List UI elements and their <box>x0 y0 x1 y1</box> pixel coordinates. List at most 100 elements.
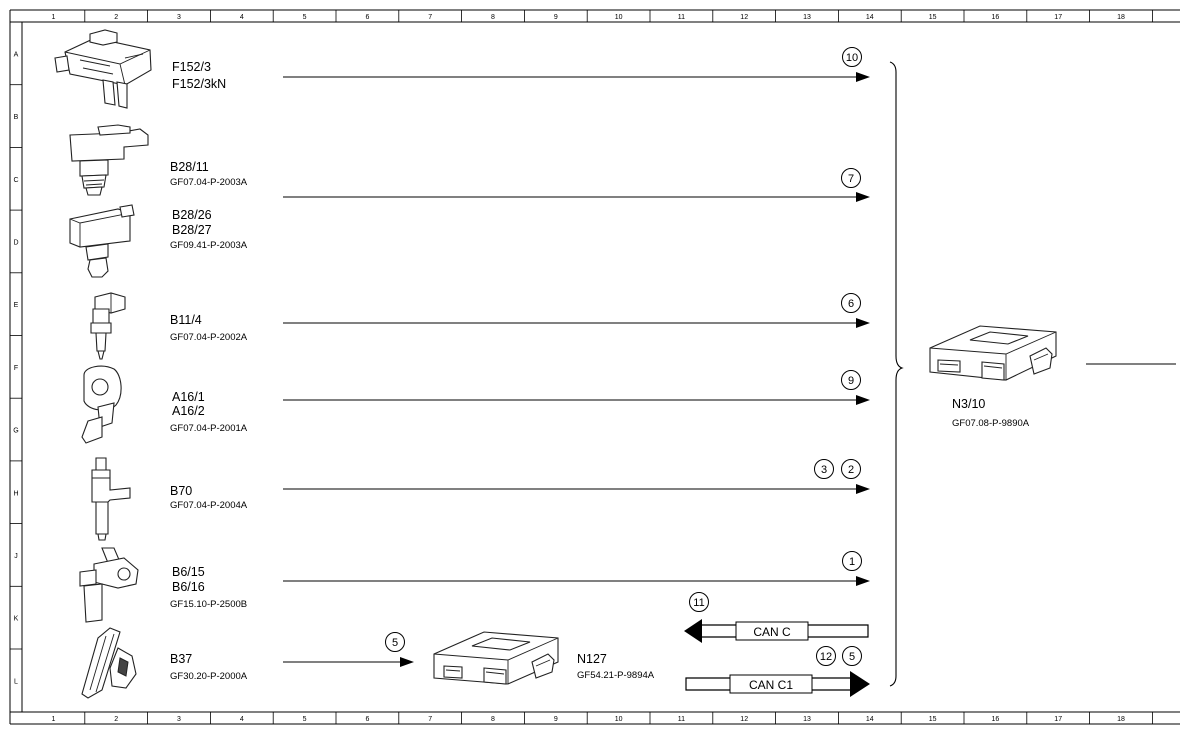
column-label-bottom: 9 <box>554 716 558 723</box>
signal-arrows <box>283 72 870 667</box>
signal-number-f152: 10 <box>842 47 862 67</box>
b28-11-doc: GF07.04-P-2003A <box>170 177 248 188</box>
column-label-top: 8 <box>491 14 495 21</box>
can-c1-bus: CAN C1 <box>685 671 870 697</box>
column-label-bottom: 13 <box>803 716 811 723</box>
column-label-bottom: 16 <box>992 716 1000 723</box>
a16-1-label: A16/1 <box>172 390 205 404</box>
engine-control-unit-icon <box>929 325 1057 381</box>
signal-arrow-b70 <box>283 484 870 494</box>
signal-arrow-a16 <box>283 395 870 405</box>
signal-number-b70-a: 3 <box>814 459 834 479</box>
can-c-label: CAN C <box>753 625 791 639</box>
signal-number-can-c1-a: 12 <box>816 646 836 666</box>
row-label: J <box>14 553 18 560</box>
column-label-top: 2 <box>114 14 118 21</box>
b6-15-label: B6/15 <box>172 565 205 579</box>
f152-label-2: F152/3kN <box>172 77 226 91</box>
signal-number-can-c: 11 <box>689 592 709 612</box>
b6-16-label: B6/16 <box>172 580 205 594</box>
can-c1-label: CAN C1 <box>749 678 793 692</box>
pressure-sensor-icon <box>69 124 149 196</box>
drawing-frame <box>9 9 1180 725</box>
column-label-top: 12 <box>740 14 748 21</box>
column-label-bottom: 5 <box>303 716 307 723</box>
column-label-top: 9 <box>554 14 558 21</box>
input-brace <box>889 61 904 687</box>
column-label-top: 3 <box>177 14 181 21</box>
pressure-sensor-module-icon <box>54 29 152 109</box>
signal-arrow-b37 <box>283 657 414 667</box>
can-c-bus: CAN C <box>684 619 869 643</box>
svg-text:2: 2 <box>848 464 854 476</box>
signal-arrow-b6 <box>283 576 870 586</box>
b28-27-label: B28/27 <box>172 223 212 237</box>
a16-2-label: A16/2 <box>172 404 205 418</box>
row-label: A <box>14 51 19 58</box>
row-label: H <box>13 490 18 497</box>
svg-text:9: 9 <box>848 375 854 387</box>
b11-4-label: B11/4 <box>170 313 202 327</box>
column-label-top: 7 <box>428 14 432 21</box>
column-label-bottom: 18 <box>1117 716 1125 723</box>
b28-26-label: B28/26 <box>172 208 212 222</box>
svg-text:12: 12 <box>820 651 832 663</box>
b37-doc: GF30.20-P-2000A <box>170 671 248 682</box>
svg-text:1: 1 <box>849 556 855 568</box>
column-label-top: 1 <box>51 14 55 21</box>
row-label: D <box>13 239 18 246</box>
column-label-top: 14 <box>866 14 874 21</box>
svg-text:5: 5 <box>392 637 398 649</box>
n3-10-label: N3/10 <box>952 397 985 411</box>
camshaft-sensor-icon <box>79 547 139 623</box>
signal-number-b11: 6 <box>841 293 861 313</box>
svg-text:6: 6 <box>848 298 854 310</box>
n3-10-doc: GF07.08-P-9890A <box>952 418 1030 429</box>
row-label: G <box>13 428 18 435</box>
boost-pressure-sensor-icon <box>69 204 135 278</box>
column-grid: 1122334455667788991010111112121313141415… <box>51 10 1153 724</box>
signal-arrow-f152 <box>283 72 870 82</box>
column-label-bottom: 11 <box>678 716 685 723</box>
column-label-top: 11 <box>678 14 685 21</box>
row-label: C <box>13 177 18 184</box>
svg-text:7: 7 <box>848 173 854 185</box>
knock-sensor-icon <box>81 365 122 444</box>
column-label-top: 5 <box>303 14 307 21</box>
control-unit-icon <box>433 631 559 685</box>
column-label-bottom: 12 <box>740 716 748 723</box>
row-label: F <box>14 365 18 372</box>
column-label-top: 17 <box>1054 14 1062 21</box>
signal-number-b70-b: 2 <box>841 459 861 479</box>
b28-11-label: B28/11 <box>170 160 209 174</box>
row-label: K <box>14 616 19 623</box>
signal-arrow-b11 <box>283 318 870 328</box>
a16-doc: GF07.04-P-2001A <box>170 423 248 434</box>
column-label-top: 4 <box>240 14 244 21</box>
column-label-top: 13 <box>803 14 811 21</box>
svg-text:10: 10 <box>846 52 858 64</box>
column-label-top: 6 <box>365 14 369 21</box>
column-label-bottom: 17 <box>1054 716 1062 723</box>
column-label-bottom: 10 <box>615 716 623 723</box>
crankshaft-sensor-icon <box>91 457 131 541</box>
n127-label: N127 <box>577 652 607 666</box>
accelerator-pedal-sensor-icon <box>81 627 137 699</box>
svg-text:11: 11 <box>693 597 704 609</box>
b37-label: B37 <box>170 652 192 666</box>
signal-number-b28: 7 <box>841 168 861 188</box>
column-label-bottom: 1 <box>51 716 55 723</box>
signal-number-markers: 10 7 6 9 3 2 1 5 <box>385 47 862 666</box>
n127-doc: GF54.21-P-9894A <box>577 670 655 681</box>
component-labels: F152/3 F152/3kN B28/11 GF07.04-P-2003A B… <box>170 60 1030 682</box>
row-label: B <box>14 114 19 121</box>
column-label-bottom: 3 <box>177 716 181 723</box>
signal-arrow-b28 <box>283 192 870 202</box>
column-label-bottom: 7 <box>428 716 432 723</box>
column-label-top: 16 <box>992 14 1000 21</box>
row-label: L <box>14 678 18 685</box>
b6-doc: GF15.10-P-2500B <box>170 599 247 610</box>
b70-label: B70 <box>170 484 192 498</box>
